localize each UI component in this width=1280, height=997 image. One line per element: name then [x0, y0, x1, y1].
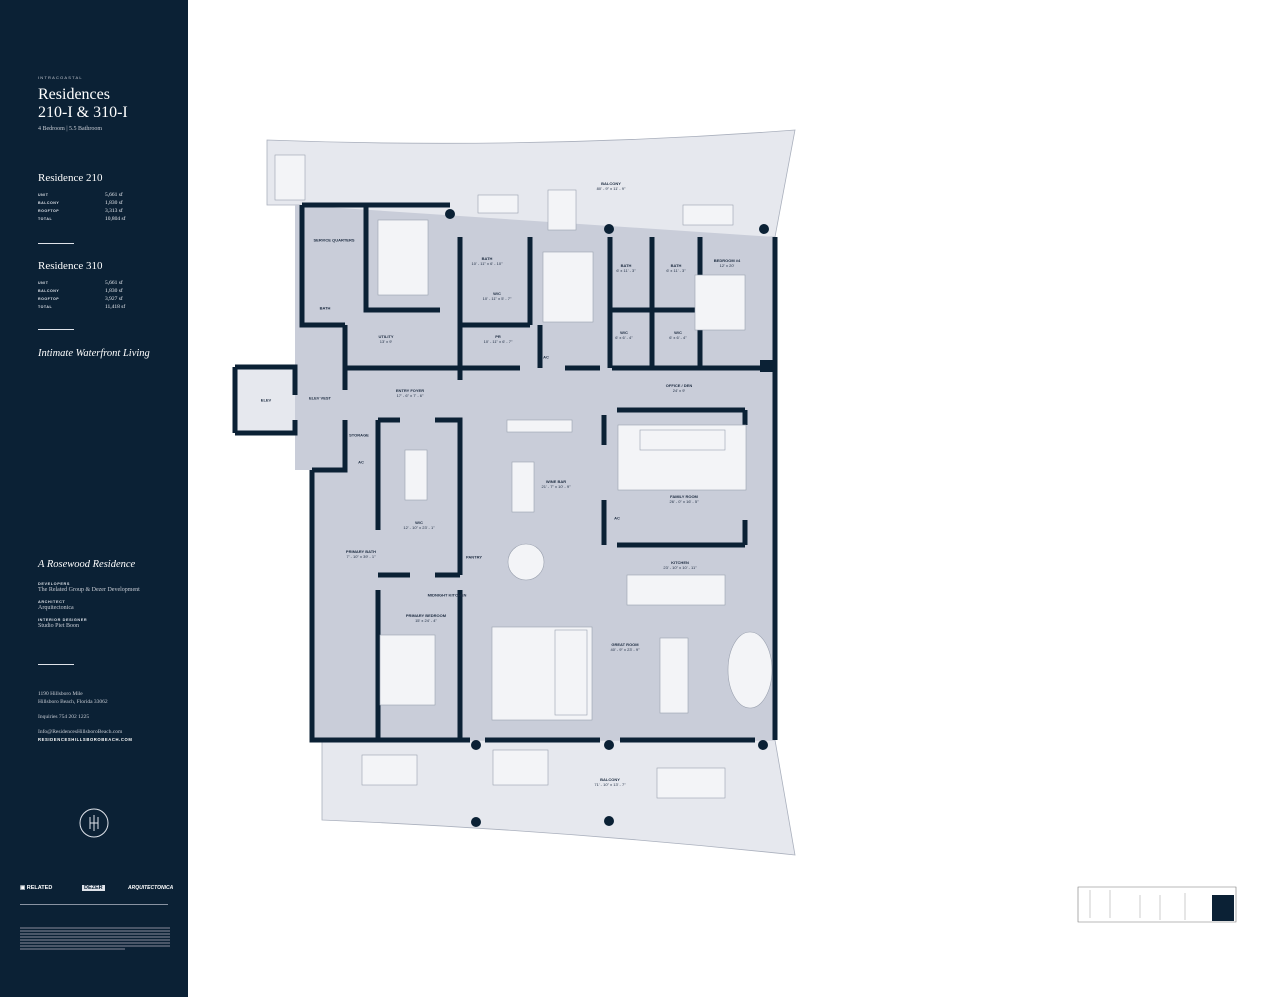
room-label: STORAGE: [349, 432, 369, 438]
lounge-chair-icon: [547, 189, 577, 231]
website-link[interactable]: RESIDENCESHILLSBOROBEACH.COM: [38, 737, 133, 742]
bed-icon: [379, 634, 436, 706]
sofa-icon: [361, 754, 418, 786]
top-balcony: [266, 129, 796, 238]
divider: [38, 664, 74, 665]
room-label: MIDNIGHT KITCHEN: [427, 592, 467, 598]
interior-floor: [235, 205, 775, 740]
divider: [38, 243, 74, 244]
room-label: AC: [358, 459, 364, 465]
lounge-chair-icon: [477, 194, 519, 214]
arquitectonica-logo: ARQUITECTONICA: [128, 885, 174, 891]
room-label: SERVICE QUARTERS: [313, 237, 355, 243]
key-plan: [1077, 886, 1237, 923]
columns: [445, 209, 775, 827]
sidebar: INTRACOASTAL Residences 210-I & 310-I 4 …: [0, 0, 188, 997]
tagline: Intimate Waterfront Living: [38, 348, 150, 359]
sofa-icon: [492, 749, 549, 786]
dining-table-icon: [656, 767, 726, 799]
wine-bar-counter: [506, 419, 573, 433]
sofa-icon: [554, 629, 588, 716]
highlighted-unit: [1212, 895, 1234, 921]
dining-table-icon: [507, 543, 545, 581]
furniture: [274, 154, 773, 799]
page-title: Residences 210-I & 310-I: [38, 86, 128, 121]
rosewood-seal-icon: [79, 808, 109, 838]
brand-line: A Rosewood Residence: [38, 559, 136, 570]
column-icon: [759, 224, 769, 234]
dezer-logo: DEZER: [82, 885, 105, 891]
elevator: [235, 367, 295, 433]
email-link[interactable]: Info@ResidencesHillsboroBeach.com: [38, 729, 123, 735]
column-icon: [604, 740, 614, 750]
subtitle: 4 Bedroom | 5.5 Bathroom: [38, 126, 103, 132]
disclaimer-text: [20, 926, 170, 951]
dining-table-icon: [659, 637, 689, 714]
column-icon: [604, 224, 614, 234]
bed-icon: [694, 274, 746, 331]
divider: [20, 904, 168, 905]
related-logo: ▣ RELATED: [20, 885, 53, 891]
bed-icon: [542, 251, 594, 323]
ottoman: [404, 449, 428, 501]
sofa-icon: [639, 429, 726, 451]
room-label: PANTRY: [466, 554, 482, 560]
column-icon: [471, 740, 481, 750]
island-icon: [511, 461, 535, 513]
column-icon: [445, 209, 455, 219]
column-icon: [471, 817, 481, 827]
column-icon: [758, 740, 768, 750]
column: [760, 360, 775, 372]
lounge-icon: [727, 631, 773, 709]
sofa-icon: [682, 204, 734, 226]
room-label: AC: [543, 354, 549, 360]
divider: [38, 329, 74, 330]
bed-icon: [377, 219, 429, 296]
kitchen-island: [626, 574, 726, 606]
lounge-chair-icon: [274, 154, 306, 201]
room-label: ELEV VEST: [308, 395, 332, 401]
room-label: ELEV: [260, 397, 272, 403]
kicker: INTRACOASTAL: [38, 75, 83, 80]
room-label: AC: [614, 515, 620, 521]
room-label: BATH: [319, 305, 331, 311]
column-icon: [604, 816, 614, 826]
